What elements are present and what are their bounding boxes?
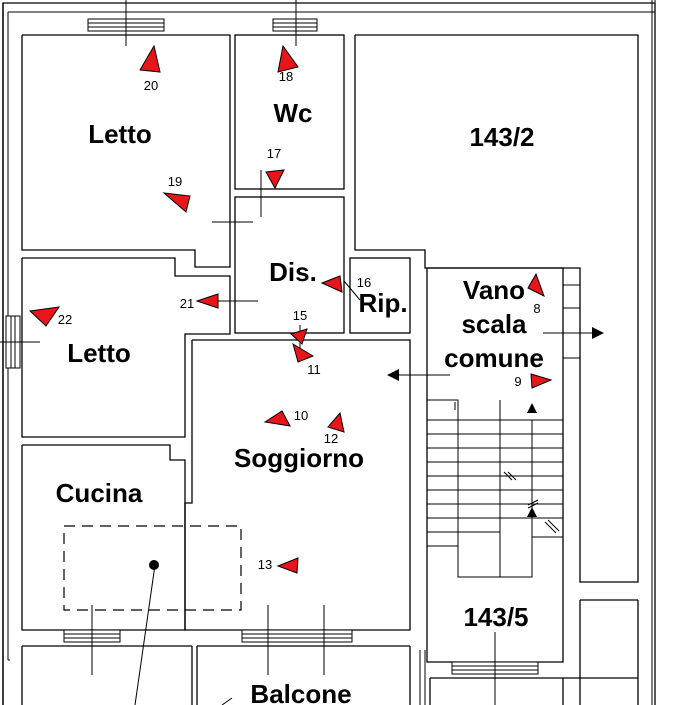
rip-walls xyxy=(349,257,411,334)
viewpoint-number-22: 22 xyxy=(58,312,72,327)
viewpoint-marker-16 xyxy=(320,275,343,293)
windows xyxy=(0,0,539,705)
wc-walls xyxy=(234,34,345,190)
viewpoint-number-21: 21 xyxy=(180,296,194,311)
letto-top-walls xyxy=(21,34,231,268)
viewpoint-number-18: 18 xyxy=(279,69,293,84)
viewpoint-number-20: 20 xyxy=(144,78,158,93)
room-label-dis: Dis. xyxy=(269,257,317,287)
viewpoint-marker-13 xyxy=(276,557,299,574)
kitchen-dashed-area xyxy=(63,525,242,611)
room-label-scala: scala xyxy=(461,309,527,339)
room-label-cucina: Cucina xyxy=(56,478,143,508)
dis-walls xyxy=(234,196,345,334)
cucina-walls xyxy=(21,444,186,631)
room-label-letto-top: Letto xyxy=(88,119,152,149)
room-label-letto-left: Letto xyxy=(67,338,131,368)
viewpoint-marker-19 xyxy=(162,192,191,213)
vano-scala-walls xyxy=(426,267,564,663)
viewpoint-number-15: 15 xyxy=(293,308,307,323)
unit-143-2-walls xyxy=(354,34,639,583)
stairs xyxy=(427,399,564,578)
viewpoint-marker-18 xyxy=(277,44,299,73)
viewpoint-number-11: 11 xyxy=(307,362,321,377)
room-label-balcone: Balcone xyxy=(250,679,351,705)
viewpoint-marker-11 xyxy=(292,342,315,363)
viewpoint-marker-8 xyxy=(527,272,545,298)
room-label-wc: Wc xyxy=(274,98,313,128)
lower-walls xyxy=(21,599,639,705)
letto-left-walls xyxy=(21,257,231,438)
room-label-soggiorno: Soggiorno xyxy=(234,443,364,473)
viewpoint-marker-9 xyxy=(530,373,553,389)
viewpoint-number-10: 10 xyxy=(294,408,308,423)
room-label-143-2: 143/2 xyxy=(469,122,534,152)
viewpoint-number-17: 17 xyxy=(267,146,281,161)
viewpoint-number-16: 16 xyxy=(357,275,371,290)
viewpoint-number-13: 13 xyxy=(258,557,272,572)
outer-walls xyxy=(2,0,656,705)
viewpoint-number-19: 19 xyxy=(168,174,182,189)
viewpoint-number-9: 9 xyxy=(514,374,521,389)
room-label-143-5: 143/5 xyxy=(463,602,528,632)
viewpoint-marker-21 xyxy=(195,293,219,309)
room-label-comune: comune xyxy=(444,343,544,373)
viewpoint-marker-22 xyxy=(28,306,61,327)
viewpoint-marker-12 xyxy=(327,411,345,433)
viewpoint-number-12: 12 xyxy=(324,431,338,446)
room-label-rip: Rip. xyxy=(358,288,407,318)
viewpoint-marker-15 xyxy=(290,328,308,345)
viewpoint-marker-17 xyxy=(265,169,285,190)
door-lines xyxy=(134,170,604,705)
viewpoint-marker-20 xyxy=(139,44,161,73)
viewpoint-marker-10 xyxy=(263,410,291,427)
viewpoint-number-8: 8 xyxy=(533,301,540,316)
room-label-vano: Vano xyxy=(463,275,525,305)
soggiorno-walls xyxy=(184,339,411,631)
viewpoint-markers xyxy=(28,44,553,574)
